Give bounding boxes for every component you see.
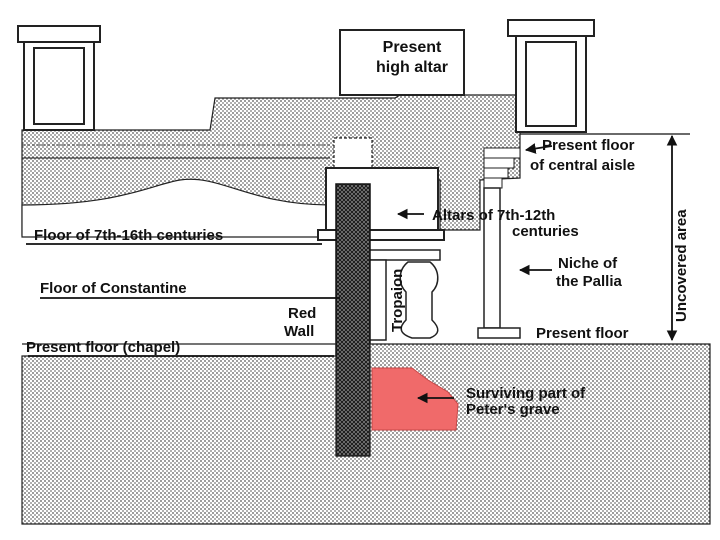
label-tropaion: Tropaion: [389, 269, 406, 332]
label-altars-2: centuries: [512, 223, 579, 240]
label-niche-2: the Pallia: [556, 273, 623, 290]
right-pedestal: [507, 19, 595, 133]
niche-column: [477, 187, 521, 339]
label-red-wall-2: Wall: [284, 323, 314, 340]
label-central-aisle-2: of central aisle: [530, 157, 635, 174]
left-pedestal: [17, 25, 101, 131]
label-floor-constantine: Floor of Constantine: [40, 280, 187, 297]
label-grave-1: Surviving part of: [466, 385, 586, 402]
label-niche-1: Niche of: [558, 255, 618, 272]
label-central-aisle-1: Present floor: [542, 137, 635, 154]
label-grave-2: Peter's grave: [466, 401, 560, 418]
label-uncovered-area: Uncovered area: [673, 209, 690, 322]
arch-void: [21, 178, 331, 238]
label-floor-7-16: Floor of 7th-16th centuries: [34, 227, 223, 244]
label-high-altar-2: high altar: [376, 59, 448, 76]
red-wall: [335, 183, 371, 457]
lower-ground: [21, 343, 711, 525]
label-present-floor-chapel: Present floor (chapel): [26, 339, 180, 356]
label-altars-1: Altars of 7th-12th: [432, 207, 555, 224]
leader-lines: [26, 143, 553, 404]
aisle-steps: [483, 147, 521, 189]
high-altar-box: [339, 29, 465, 96]
label-red-wall-1: Red: [288, 305, 316, 322]
label-high-altar-1: Present: [383, 39, 442, 56]
label-present-floor: Present floor: [536, 325, 629, 342]
